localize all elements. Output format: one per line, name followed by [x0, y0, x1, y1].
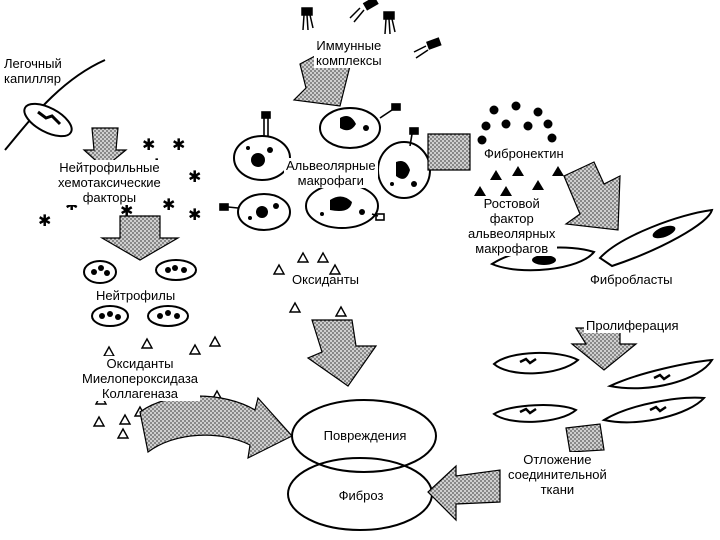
arrow-macrophages-to-fibronectin: [427, 133, 471, 171]
immune-complexes-label: Иммунные комплексы: [314, 38, 384, 68]
chemotactic-factors-label: Нейтрофильные хемотаксические факторы: [56, 160, 163, 205]
fibroblasts-text: Фибробласты: [590, 272, 673, 287]
lung-capillary: [4, 59, 106, 151]
oxidants-center-text: Оксиданты: [292, 272, 359, 287]
oxidant-triangles-center: [272, 251, 348, 317]
fibronectin-text: Фибронектин: [484, 146, 564, 161]
chemotactic-label-line-1: Нейтрофильные: [59, 160, 160, 175]
fibrosis-text: Фиброз: [338, 488, 384, 503]
neutrophil-cells: [83, 259, 197, 327]
chemotactic-label-line-3: факторы: [82, 190, 137, 205]
svg-text:✱: ✱: [188, 167, 201, 186]
arrow-fibronectin-to-fibroblasts: [563, 161, 621, 231]
connective-tissue-label: Отложение соединительной ткани: [506, 452, 609, 497]
capillary-label-line-2: капилляр: [4, 71, 61, 86]
arrow-oxidants-to-damage: [306, 319, 378, 387]
arrow-chemotactic-to-neutrophils: [99, 215, 181, 261]
damage-text: Повреждения: [323, 428, 407, 443]
growth-factor-line-4: макрофагов: [475, 241, 549, 256]
neutrophil-products-label: Оксиданты Миелопероксидаза Коллагеназа: [80, 356, 201, 401]
products-line-collagenase: Коллагеназа: [101, 386, 179, 401]
growth-factor-label: Ростовой фактор альвеолярных макрофагов: [466, 196, 558, 256]
immune-complex-glyphs: [301, 0, 442, 59]
fibroblasts-label: Фибробласты: [588, 272, 675, 287]
svg-text:✱: ✱: [38, 211, 51, 230]
connective-line-2: соединительной: [508, 467, 607, 482]
fibroblast-nuclei: [532, 225, 676, 265]
neutrophils-label: Нейтрофилы: [96, 288, 175, 303]
fibronectin-dots: [477, 101, 557, 145]
products-line-myeloperoxidase: Миелопероксидаза: [82, 371, 199, 386]
svg-text:✱: ✱: [188, 205, 201, 224]
arrow-to-deposition: [565, 423, 605, 453]
growth-factor-triangles: [474, 166, 564, 196]
proliferation-label: Пролиферация: [584, 318, 681, 333]
capillary-label-line-1: Легочный: [4, 56, 62, 71]
fibrosis-label: Фиброз: [306, 488, 416, 503]
macrophages-label-line-1: Альвеолярные: [286, 158, 376, 173]
growth-factor-line-1: Ростовой: [483, 196, 540, 211]
immune-label-line-2: комплексы: [316, 53, 382, 68]
connective-line-1: Отложение: [523, 452, 592, 467]
arrow-to-proliferation: [570, 327, 638, 371]
svg-text:✱: ✱: [172, 135, 185, 154]
alveolar-macrophages-label: Альвеолярные макрофаги: [284, 158, 378, 188]
damage-label: Повреждения: [310, 428, 420, 443]
arrow-deposition-to-fibrosis: [427, 464, 501, 522]
svg-text:✱: ✱: [142, 135, 155, 154]
macrophages-label-line-2: макрофаги: [297, 173, 364, 188]
svg-text:✱: ✱: [120, 201, 133, 220]
growth-factor-line-3: альвеолярных: [468, 226, 556, 241]
arrow-neutrophils-to-damage: [139, 395, 293, 460]
svg-text:✱: ✱: [162, 195, 175, 214]
immune-label-line-1: Иммунные: [316, 38, 382, 53]
proliferated-nuclei: [519, 357, 671, 415]
growth-factor-line-2: фактор: [489, 211, 534, 226]
fibronectin-label: Фибронектин: [482, 146, 566, 161]
proliferation-text: Пролиферация: [586, 318, 679, 333]
products-line-oxidants: Оксиданты: [106, 356, 174, 371]
chemotactic-label-line-2: хемотаксические: [58, 175, 161, 190]
oxidant-triangles-left: [92, 335, 224, 439]
damage-ellipse: [291, 399, 437, 473]
neutrophil-nuclei: [91, 265, 187, 320]
proliferated-fibroblasts: [492, 352, 714, 424]
macrophage-receptors: [219, 103, 419, 221]
capillary-label: Легочный капилляр: [4, 56, 62, 86]
arrow-capillary-to-chemotactic: [82, 127, 128, 169]
connective-line-3: ткани: [540, 482, 575, 497]
neutrophils-label-text: Нейтрофилы: [96, 288, 176, 303]
oxidants-center-label: Оксиданты: [292, 272, 359, 287]
macrophage-nuclei: [246, 116, 417, 220]
